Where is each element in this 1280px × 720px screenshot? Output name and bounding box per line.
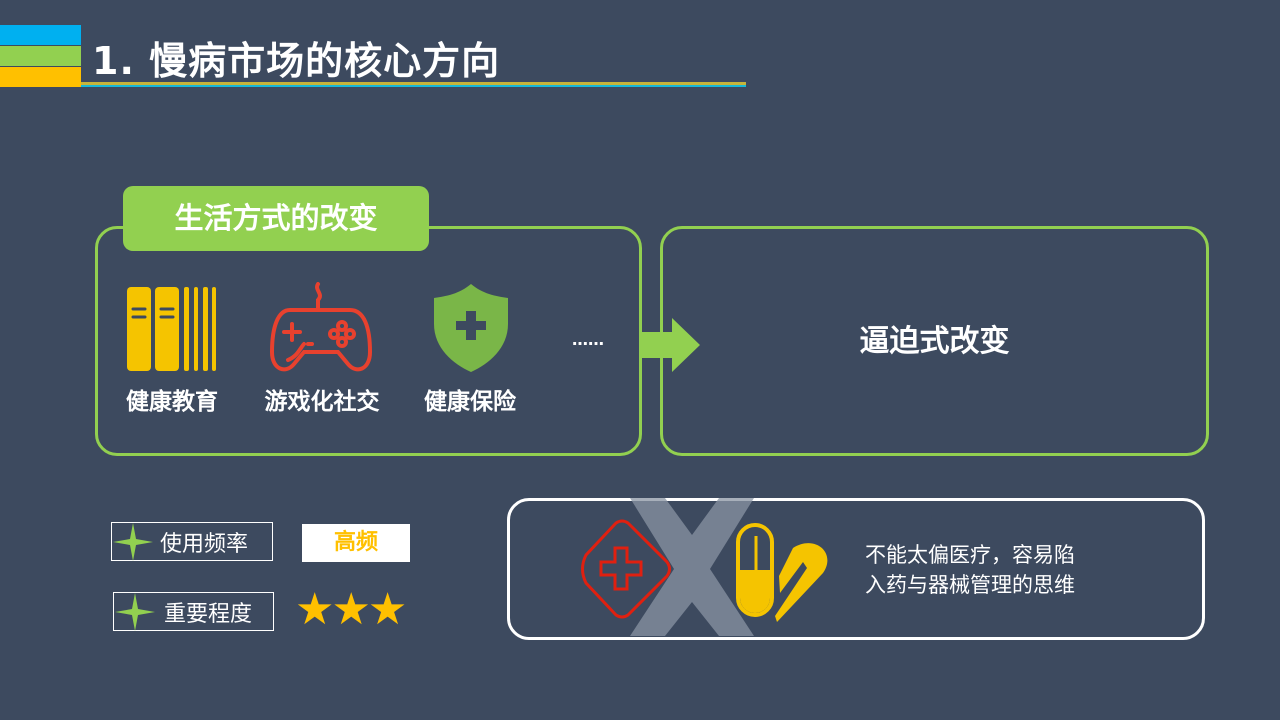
importance-label: 重要程度 <box>164 601 253 627</box>
arrow-right-icon <box>642 318 700 372</box>
sparkle-icon <box>113 523 153 561</box>
star-icon: ★ <box>295 584 334 635</box>
logo-bar-blue <box>0 25 81 45</box>
more-ellipsis: …… <box>572 330 604 349</box>
frequency-value: 高频 <box>302 524 410 562</box>
star-icon: ★ <box>331 584 370 635</box>
warning-text: 不能太偏医疗，容易陷 入药与器械管理的思维 <box>865 540 1075 600</box>
importance-label-box: 重要程度 <box>113 592 274 631</box>
title-underline-accent <box>81 85 746 87</box>
warning-line: 不能太偏医疗，容易陷 <box>865 543 1075 567</box>
books-icon <box>127 287 216 371</box>
item-label: 健康教育 <box>126 389 218 415</box>
forced-change-panel: 逼迫式改变 <box>660 226 1209 456</box>
page-title: 1. 慢病市场的核心方向 <box>92 39 501 83</box>
cross-mark-icon <box>630 498 754 636</box>
pill-icon <box>736 523 828 622</box>
shield-plus-icon <box>434 284 508 372</box>
gamepad-icon <box>270 282 372 372</box>
logo-bar-yellow <box>0 67 81 87</box>
lifestyle-tag: 生活方式的改变 <box>123 186 429 251</box>
forced-change-label: 逼迫式改变 <box>859 324 1010 359</box>
sparkle-icon <box>115 593 155 631</box>
title-underline <box>81 82 746 85</box>
logo-bar-green <box>0 46 81 66</box>
frequency-label: 使用频率 <box>160 531 249 557</box>
importance-rating: ★★★ <box>295 584 407 635</box>
item-label: 健康保险 <box>424 389 516 415</box>
warning-line: 入药与器械管理的思维 <box>865 573 1075 597</box>
warning-panel <box>507 498 1205 640</box>
medical-cross-icon <box>581 519 671 619</box>
frequency-label-box: 使用频率 <box>111 522 273 561</box>
star-icon: ★ <box>367 584 407 635</box>
item-label: 游戏化社交 <box>264 389 380 415</box>
no-medicine-graphic <box>581 498 828 636</box>
